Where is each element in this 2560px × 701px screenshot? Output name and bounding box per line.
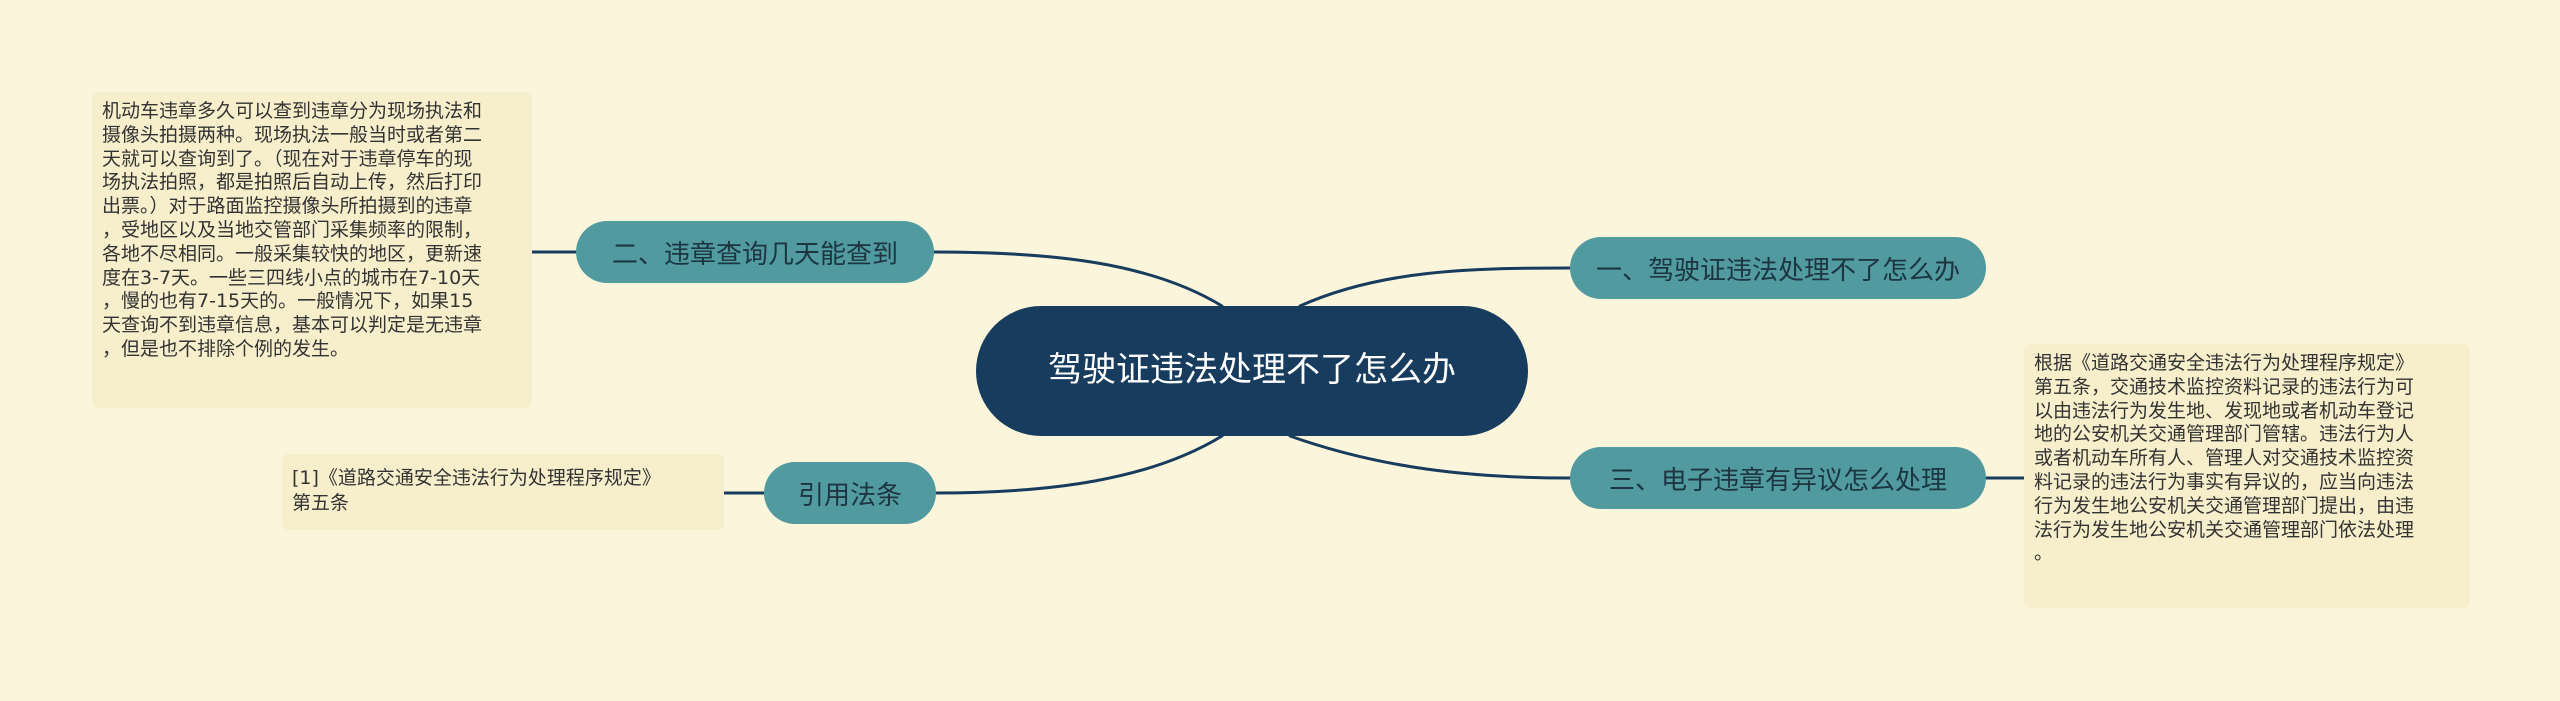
topic-node-3[interactable]: 三、电子违章有异议怎么处理 [1570, 447, 1986, 509]
topic-2-label: 二、违章查询几天能查到 [611, 239, 898, 270]
topic-3-label: 三、电子违章有异议怎么处理 [1608, 465, 1947, 496]
central-topic-label: 驾驶证违法处理不了怎么办 [1048, 350, 1456, 391]
note-cited-regulation: [1]《道路交通安全违法行为处理程序规定》 第五条 [282, 454, 724, 530]
connector-center-to-topic-4 [934, 434, 1224, 495]
note-electronic-violation-objection: 根据《道路交通安全违法行为处理程序规定》 第五条，交通技术监控资料记录的违法行为… [2024, 344, 2470, 608]
topic-node-1[interactable]: 一、驾驶证违法处理不了怎么办 [1570, 237, 1986, 299]
note-violation-query-days: 机动车违章多久可以查到违章分为现场执法和 摄像头拍摄两种。现场执法一般当时或者第… [92, 92, 532, 408]
connector-center-to-topic-2 [932, 250, 1224, 308]
topic-node-2[interactable]: 二、违章查询几天能查到 [576, 221, 934, 283]
topic-node-4[interactable]: 引用法条 [764, 462, 936, 524]
connector-center-to-topic-3 [1288, 434, 1572, 480]
topic-1-label: 一、驾驶证违法处理不了怎么办 [1595, 255, 1960, 286]
central-topic[interactable]: 驾驶证违法处理不了怎么办 [976, 306, 1528, 436]
connector-center-to-topic-1 [1298, 266, 1572, 308]
topic-4-label: 引用法条 [797, 480, 902, 511]
